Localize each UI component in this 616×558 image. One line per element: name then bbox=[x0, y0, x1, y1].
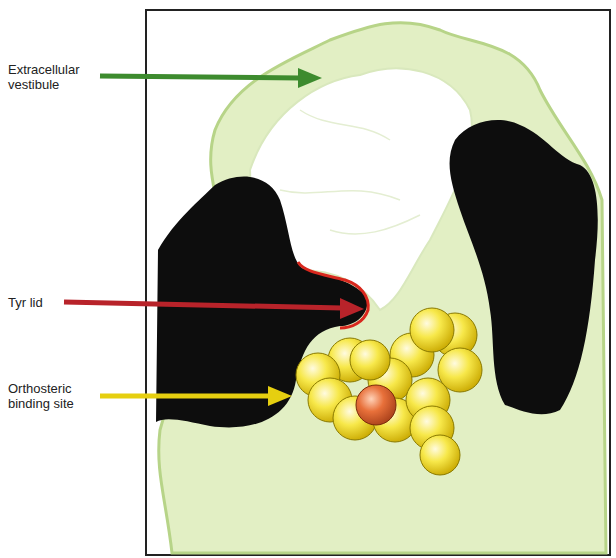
callout-label: Tyr lid bbox=[8, 295, 62, 310]
oxygen-atom bbox=[356, 385, 396, 425]
leader-arrow-red bbox=[64, 298, 364, 319]
ligand-spheres bbox=[296, 308, 482, 475]
callout-label: Orthosteric binding site bbox=[8, 381, 98, 411]
leader-arrow-green bbox=[100, 68, 322, 88]
callout-label: Extracellular vestibule bbox=[8, 62, 100, 92]
surface-contour bbox=[280, 110, 420, 234]
tyr-lid-outline bbox=[298, 262, 368, 328]
protein-section-left bbox=[156, 177, 367, 428]
leader-arrow-yellow bbox=[100, 386, 292, 406]
image-frame bbox=[146, 10, 610, 555]
